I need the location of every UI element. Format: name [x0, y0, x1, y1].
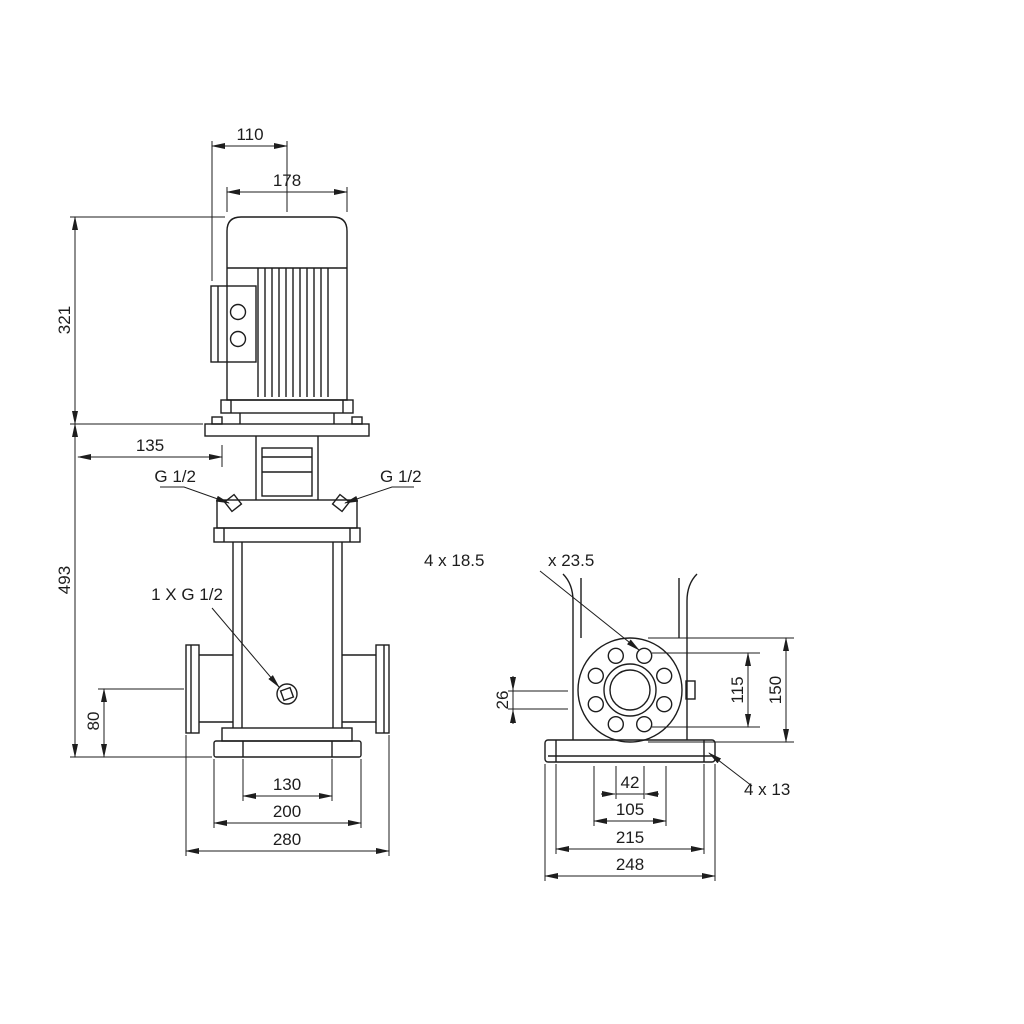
cooling-fins: [257, 268, 329, 397]
dim-130: 130: [273, 775, 301, 794]
flange-bolt-hole: [607, 716, 624, 733]
port-flange-face: [577, 637, 696, 743]
side-view: [544, 573, 716, 763]
gauge-tap: [685, 680, 696, 700]
dim-26: 26: [493, 691, 512, 710]
vent-plug-left: [223, 493, 243, 513]
flange-bolt-hole: [636, 716, 653, 733]
dim-200: 200: [273, 802, 301, 821]
chamber-stack: [232, 542, 343, 728]
side-view-dimensions: 4 x 18.5 x 23.5 26 115 150 42 105 215: [424, 551, 794, 881]
dim-150: 150: [766, 676, 785, 704]
label-flange-holes-2: x 23.5: [548, 551, 594, 570]
terminal-box: [210, 285, 257, 363]
flange-bolt-hole: [636, 647, 653, 664]
dim-42: 42: [621, 773, 640, 792]
coupling-lantern: [255, 436, 319, 500]
dim-105: 105: [616, 800, 644, 819]
dim-280: 280: [273, 830, 301, 849]
motor-body: [226, 216, 348, 401]
front-view: [185, 216, 390, 758]
pump-column: [562, 573, 698, 740]
label-flange-holes-1: 4 x 18.5: [424, 551, 485, 570]
base-bolt-holes-side: [555, 740, 705, 762]
flange-bolt-hole: [587, 696, 604, 713]
label-drain: 1 X G 1/2: [151, 585, 223, 604]
flange-bolt-hole: [607, 647, 624, 664]
flange-bolt-hole: [587, 667, 604, 684]
dim-110: 110: [236, 125, 263, 144]
dim-215: 215: [616, 828, 644, 847]
dim-178: 178: [273, 171, 301, 190]
motor-flange-and-stool: [204, 399, 370, 437]
label-base-holes: 4 x 13: [744, 780, 790, 799]
flange-bolt-hole: [656, 667, 673, 684]
cable-entry-hole: [229, 330, 247, 348]
dim-321: 321: [55, 306, 74, 334]
label-plug-right: G 1/2: [380, 467, 422, 486]
discharge-port: [342, 644, 390, 734]
base: [213, 727, 362, 758]
vent-plug-right: [331, 493, 351, 513]
dim-80: 80: [84, 712, 103, 731]
cable-entry-hole: [229, 303, 247, 321]
flange-bolt-hole: [656, 696, 673, 713]
base-bolt-holes: [242, 741, 333, 757]
suction-port: [185, 644, 233, 734]
dim-135: 135: [136, 436, 164, 455]
dim-115: 115: [728, 676, 747, 703]
label-plug-left: G 1/2: [154, 467, 196, 486]
base-side: [544, 739, 716, 763]
dim-248: 248: [616, 855, 644, 874]
dim-493: 493: [55, 566, 74, 594]
front-view-dimensions: 110 178 321 493 135 G 1/2 G 1/2 1 X G 1/…: [55, 125, 422, 856]
drain-plug: [276, 683, 298, 705]
pump-head: [213, 493, 361, 543]
